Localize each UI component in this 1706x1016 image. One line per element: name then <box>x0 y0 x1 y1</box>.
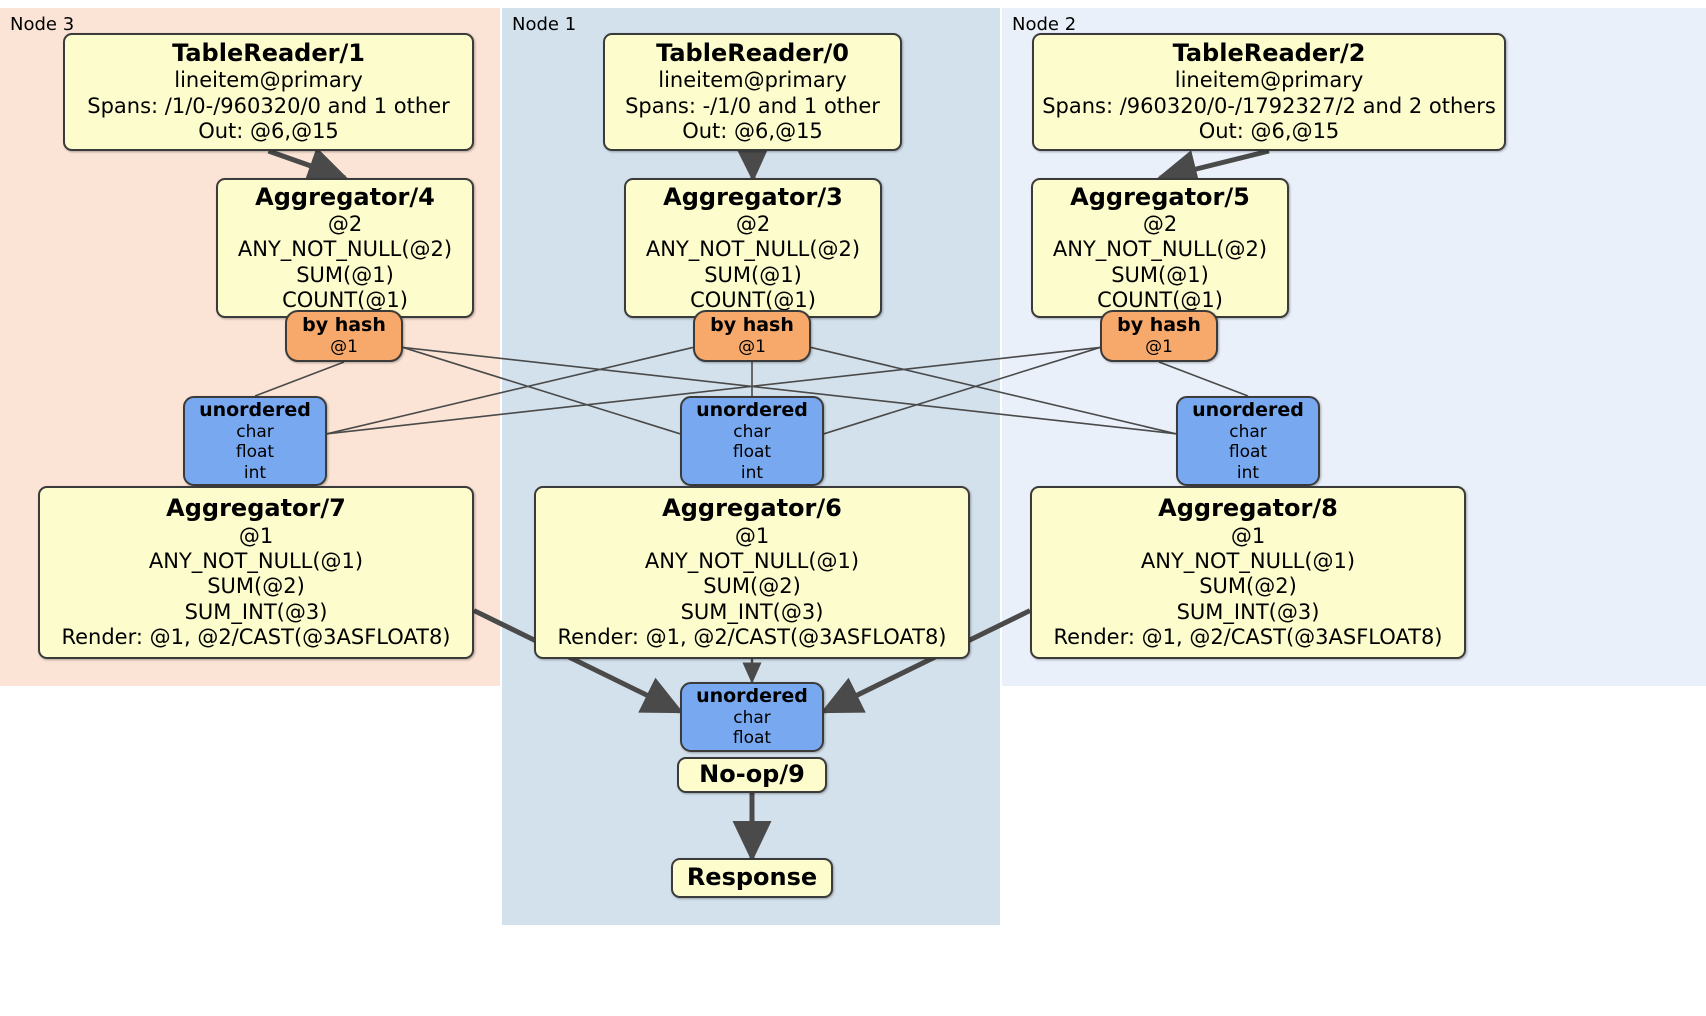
node-detail-line: ANY_NOT_NULL(@1) <box>644 548 860 573</box>
plan-node-byhash-node2[interactable]: by hash@1 <box>1100 310 1218 362</box>
node-detail-line: Out: @6,@15 <box>1198 119 1340 144</box>
node-detail-line: char <box>236 421 274 442</box>
node-title: by hash <box>302 314 386 337</box>
node-detail-line: SUM_INT(@3) <box>680 599 824 624</box>
node-detail-line: @1 <box>1145 337 1173 358</box>
plan-node-response[interactable]: Response <box>671 858 833 898</box>
node-title: Aggregator/6 <box>662 494 842 523</box>
node-detail-line: int <box>243 462 267 483</box>
node-detail-line: ANY_NOT_NULL(@2) <box>645 237 861 262</box>
node-detail-line: int <box>740 462 764 483</box>
node-detail-line: int <box>1236 462 1260 483</box>
node-detail-line: Spans: -/1/0 and 1 other <box>625 93 880 118</box>
node-detail-line: COUNT(@1) <box>282 287 408 312</box>
node-detail-line: float <box>732 728 772 749</box>
node-title: TableReader/2 <box>1172 39 1366 68</box>
node-detail-line: lineitem@primary <box>1174 68 1364 93</box>
node-title: Response <box>686 863 818 892</box>
node-detail-line: Render: @1, @2/CAST(@3ASFLOAT8) <box>557 625 947 650</box>
node-detail-line: @1 <box>1230 523 1266 548</box>
node-detail-line: @1 <box>238 523 274 548</box>
plan-node-byhash-node3[interactable]: by hash@1 <box>285 310 403 362</box>
region-label-node1: Node 1 <box>512 14 577 35</box>
node-title: Aggregator/8 <box>1158 494 1338 523</box>
node-detail-line: @2 <box>735 211 771 236</box>
node-detail-line: Render: @1, @2/CAST(@3ASFLOAT8) <box>61 625 451 650</box>
node-title: unordered <box>1192 398 1304 421</box>
node-title: unordered <box>199 398 311 421</box>
node-title: Aggregator/3 <box>663 182 843 211</box>
node-detail-line: @1 <box>734 523 770 548</box>
region-label-node2: Node 2 <box>1012 14 1077 35</box>
node-title: Aggregator/7 <box>166 494 346 523</box>
node-detail-line: SUM(@2) <box>207 574 305 599</box>
node-title: TableReader/0 <box>656 39 849 68</box>
region-label-node3: Node 3 <box>10 14 75 35</box>
node-detail-line: Render: @1, @2/CAST(@3ASFLOAT8) <box>1053 625 1443 650</box>
node-detail-line: Spans: /960320/0-/1792327/2 and 2 others <box>1042 93 1496 118</box>
node-title: unordered <box>696 684 808 707</box>
node-detail-line: ANY_NOT_NULL(@2) <box>1052 237 1268 262</box>
node-detail-line: float <box>1228 442 1268 463</box>
node-detail-line: float <box>732 442 772 463</box>
node-detail-line: COUNT(@1) <box>690 287 816 312</box>
node-detail-line: SUM(@2) <box>1199 574 1297 599</box>
node-detail-line: SUM_INT(@3) <box>1176 599 1320 624</box>
node-detail-line: char <box>733 421 771 442</box>
node-title: by hash <box>1117 314 1201 337</box>
node-detail-line: float <box>235 442 275 463</box>
node-detail-line: @1 <box>738 337 766 358</box>
node-detail-line: @2 <box>1142 211 1178 236</box>
node-title: No-op/9 <box>699 760 805 789</box>
node-detail-line: @2 <box>327 211 363 236</box>
node-detail-line: SUM_INT(@3) <box>184 599 328 624</box>
node-detail-line: char <box>733 707 771 728</box>
node-detail-line: @1 <box>330 337 358 358</box>
node-detail-line: SUM(@1) <box>1111 262 1209 287</box>
node-detail-line: SUM(@2) <box>703 574 801 599</box>
node-detail-line: ANY_NOT_NULL(@2) <box>237 237 453 262</box>
node-detail-line: ANY_NOT_NULL(@1) <box>1140 548 1356 573</box>
node-detail-line: SUM(@1) <box>296 262 394 287</box>
node-detail-line: Out: @6,@15 <box>682 119 823 144</box>
node-detail-line: SUM(@1) <box>704 262 802 287</box>
node-title: by hash <box>710 314 794 337</box>
node-title: TableReader/1 <box>172 39 365 68</box>
node-detail-line: lineitem@primary <box>658 68 847 93</box>
plan-node-byhash-node1[interactable]: by hash@1 <box>693 310 811 362</box>
node-title: Aggregator/5 <box>1070 182 1250 211</box>
plan-node-noop-9[interactable]: No-op/9 <box>677 757 827 793</box>
node-detail-line: ANY_NOT_NULL(@1) <box>148 548 364 573</box>
node-title: Aggregator/4 <box>255 182 435 211</box>
node-detail-line: COUNT(@1) <box>1097 287 1223 312</box>
node-detail-line: Out: @6,@15 <box>198 119 339 144</box>
node-detail-line: Spans: /1/0-/960320/0 and 1 other <box>87 93 450 118</box>
node-detail-line: lineitem@primary <box>174 68 363 93</box>
node-detail-line: char <box>1229 421 1267 442</box>
node-title: unordered <box>696 398 808 421</box>
